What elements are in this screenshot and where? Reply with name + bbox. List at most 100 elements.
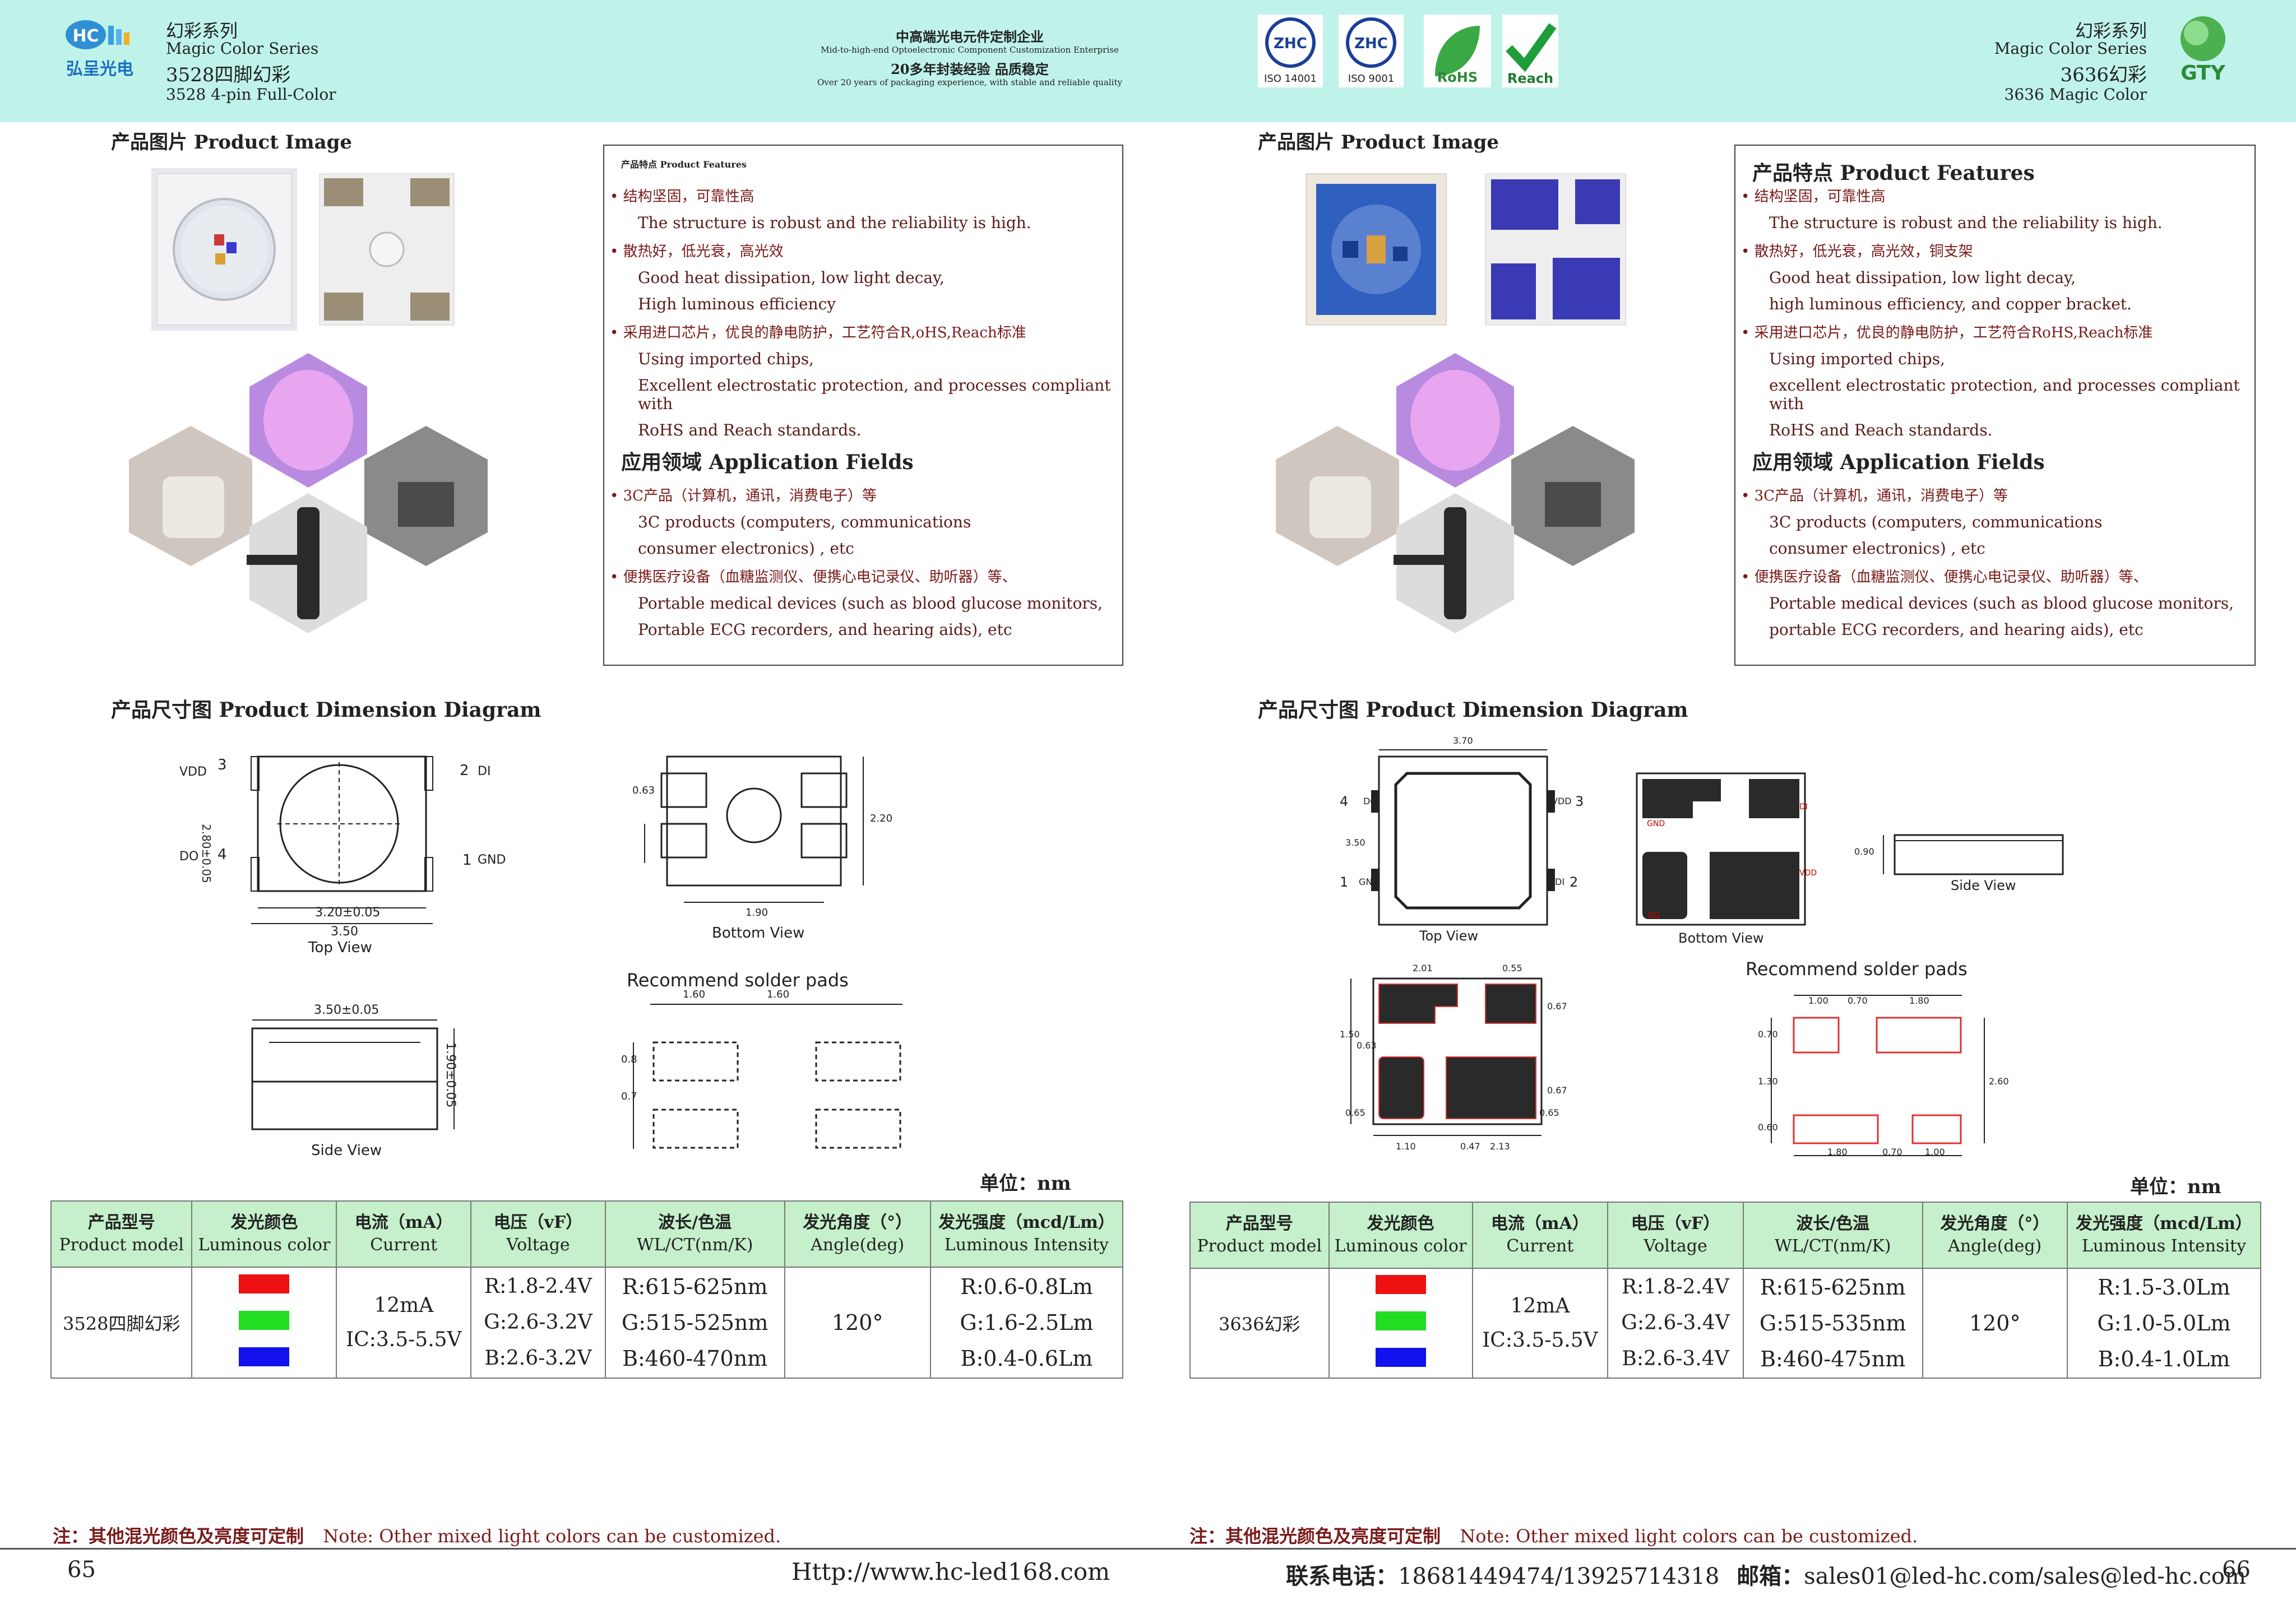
height-side-label: 2.80±0.05 [200,824,213,883]
th-cn: 波长/色温 [1796,1214,1870,1234]
right-product-image-title: 产品图片 Product Image [1258,131,1499,154]
left-series-cn: 幻彩系列 [166,20,238,41]
left-side-view-drawing: 3.50±0.05 1.90±0.05 Side View [235,1003,471,1166]
voltage-g: G:2.6-3.2V [484,1311,592,1334]
cert-rohs-label: RoHS [1437,69,1478,85]
right-led-photo-front [1300,168,1452,331]
pin-2-label: 2 [1570,874,1578,890]
hc-logo: HC [64,18,143,80]
pin-gnd-label: GND [478,853,506,867]
intensity-b: B:0.4-0.6Lm [960,1346,1093,1371]
bv-gnd-label: GND [1647,819,1665,828]
cert-iso14001: ZHC ISO 14001 [1258,15,1323,87]
th-cn: 产品型号 [87,1213,155,1232]
s180b-label: 1.80 [1827,1147,1848,1157]
right-bottom-view-drawing: GND DI VDD DO Bottom View [1631,768,1822,953]
left-product-image-title: 产品图片 Product Image [111,131,353,154]
right-feature-2-en2: high luminous efficiency, and copper bra… [1769,295,2132,313]
p213-label: 2.13 [1490,1141,1510,1152]
intensity-g: G:1.6-2.5Lm [960,1310,1094,1335]
p065b-label: 0.65 [1539,1107,1559,1118]
p067b-label: 0.67 [1547,1085,1567,1096]
right-app-1-cn: • 3C产品（计算机，通讯，消费电子）等 [1741,488,2008,504]
left-app-title: 应用领域 Application Fields [621,451,914,474]
left-feature-2-en1: Good heat dissipation, low light decay, [638,268,945,287]
s100a-label: 1.00 [1808,995,1829,1006]
text: 采用进口芯片，优良的静电防护，工艺符合R,oHS,Reach标准 [623,324,1026,341]
width-outer-label: 3.50 [331,925,358,939]
right-app-2-en1: Portable medical devices (such as blood … [1769,594,2234,613]
p150-label: 1.50 [1340,1029,1360,1040]
pad-160b-label: 1.60 [767,989,790,1000]
cert-iso9001-label: ISO 9001 [1348,73,1395,85]
right-apps-list: • 3C产品（计算机，通讯，消费电子）等 3C products (comput… [1741,484,2248,639]
left-feature-3-cn: • 采用进口芯片，优良的静电防护，工艺符合R,oHS,Reach标准 [610,324,1026,341]
pin-1-label: 1 [1340,874,1349,890]
center-cn1: 中高端光电元件定制企业 [896,29,1044,45]
wl-g: G:515-535nm [1759,1311,1906,1336]
s180a-label: 1.80 [1909,995,1929,1006]
right-note-en: Note: Other mixed light colors can be cu… [1460,1525,1918,1547]
s100b-label: 1.00 [1925,1147,1945,1157]
pin-2-label: 2 [460,762,469,779]
side-view-label: Side View [311,1142,382,1159]
left-feature-2-en2: High luminous efficiency [638,295,836,313]
cert-iso9001: ZHC ISO 9001 [1339,15,1404,87]
right-features-box: 产品特点 Product Features • 结构坚固，可靠性高 The st… [1734,145,2256,666]
voltage-g: G:2.6-3.4V [1621,1311,1730,1334]
reach-check-icon: Reach [1506,23,1557,86]
th-en: Voltage [1644,1236,1707,1256]
pin-3-label: 3 [1575,794,1584,809]
right-feature-3-en2: excellent electrostatic protection, and … [1769,376,2240,413]
right-application-collage [1248,353,1663,667]
right-solder-pads: Recommend solder pads 1.00 0.70 1.80 0.7… [1738,956,2018,1180]
page-header: HC 弘呈光电 幻彩系列 Magic Color Series 3528四脚幻彩… [0,0,2296,122]
left-feature-3-en1: Using imported chips, [638,350,814,368]
th-en: Luminous color [198,1235,331,1255]
bv-do-label: DO [1648,911,1660,920]
right-feature-1-en: The structure is robust and the reliabil… [1769,214,2163,232]
footer-divider [0,1548,2296,1550]
th-en: WL/CT(nm/K) [1774,1236,1891,1256]
right-features-list: • 结构坚固，可靠性高 The structure is robust and … [1741,185,2248,439]
bottom-view-label: Bottom View [1678,930,1764,946]
text: 散热好，低光衰，高光效 [623,243,784,260]
left-apps-list: • 3C产品（计算机，通讯，消费电子）等 3C products (comput… [610,484,1114,639]
pin-vdd-label: VDD [179,765,207,779]
right-note: 注：其他混光颜色及亮度可定制 Note: Other mixed light c… [1189,1522,1918,1548]
th-cn: 发光角度（°） [803,1213,913,1232]
left-bottom-view-drawing: 0.63 2.20 1.90 Bottom View [628,745,897,953]
ic-voltage: IC:3.5-5.5V [1482,1329,1598,1352]
s130-label: 1.30 [1758,1076,1778,1087]
ic-voltage: IC:3.5-5.5V [345,1328,462,1351]
right-feature-3-cn: • 采用进口芯片，优良的静电防护，工艺符合RoHS,Reach标准 [1741,324,2153,341]
left-app-2-cn: • 便携医疗设备（血糖监测仪、便携心电记录仪、助听器）等、 [610,569,1017,586]
center-en2: Over 20 years of packaging experience, w… [817,77,1122,87]
bottom-view-label: Bottom View [712,925,805,942]
text: 采用进口芯片，优良的静电防护，工艺符合RoHS,Reach标准 [1754,324,2153,341]
cert-badge-text: ZHC [1354,35,1388,52]
cell-model: 3636幻彩 [1189,1268,1330,1379]
contact-email[interactable]: sales01@led-hc.com/sales@led-hc.com [1804,1564,2246,1589]
contact-label: 联系电话： [1286,1563,1398,1589]
left-app-1-en1: 3C products (computers, communications [638,513,971,531]
th-cn: 产品型号 [1225,1214,1293,1234]
pin-1-label: 1 [462,852,472,869]
right-feature-1-cn: • 结构坚固，可靠性高 [1741,188,1886,205]
left-model-en: 3528 4-pin Full-Color [166,85,336,104]
website-link[interactable]: Http://www.hc-led168.com [791,1558,1110,1585]
th-cn: 发光强度（mcd/Lm） [938,1213,1115,1232]
text: 3C产品（计算机，通讯，消费电子）等 [1754,488,2008,504]
side-090-label: 0.90 [1854,846,1874,857]
rohs-leaf-icon: RoHS [1435,26,1480,85]
intensity-g: G:1.0-5.0Lm [2097,1311,2231,1336]
side-w-label: 3.50±0.05 [314,1003,379,1017]
th-voltage: 电压（vF）Voltage [1607,1202,1744,1269]
